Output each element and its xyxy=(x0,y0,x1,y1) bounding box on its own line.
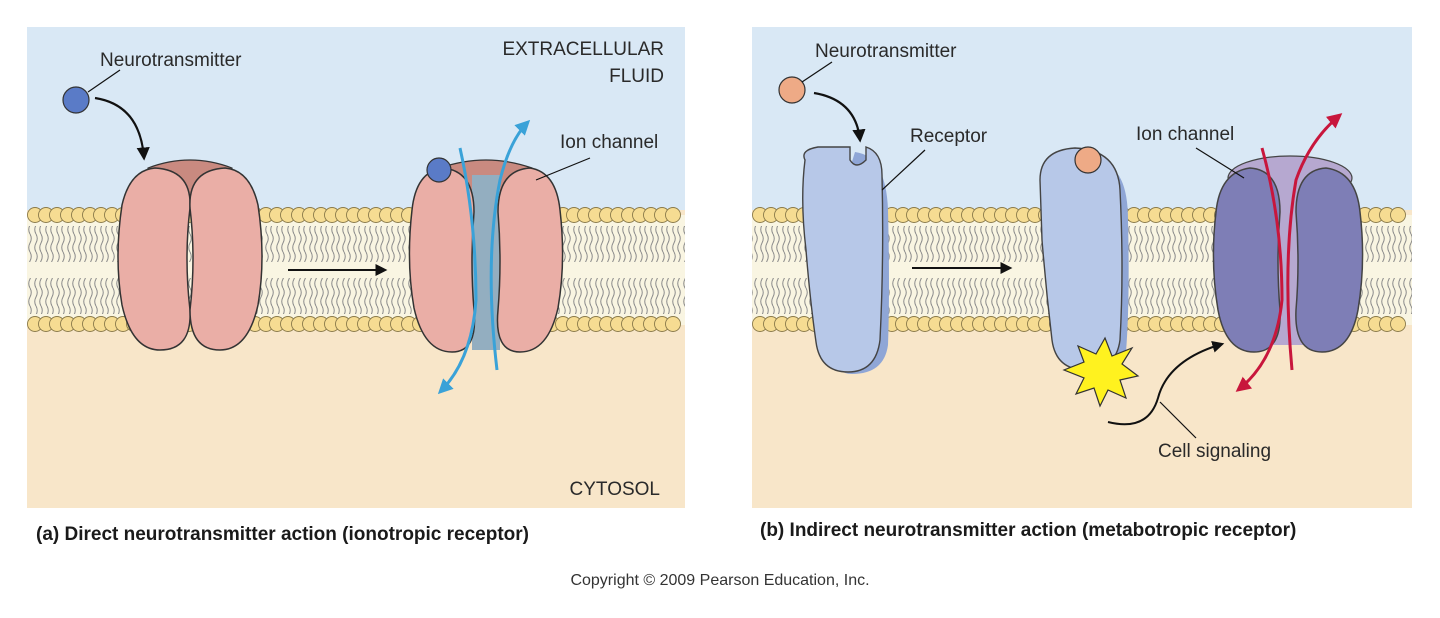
ion-flow-out-arrow-b xyxy=(1286,113,1343,371)
cytosol-label: CYTOSOL xyxy=(570,479,660,500)
ion-flow-out-arrow xyxy=(489,119,531,371)
lipid-head xyxy=(1390,316,1406,332)
panel-a: Neurotransmitter EXTRACELLULAR FLUID Ion… xyxy=(27,27,685,508)
metabotropic-receptor-bound xyxy=(1039,147,1129,374)
caption-a: (a) Direct neurotransmitter action (iono… xyxy=(36,524,529,545)
receptor-leader-line xyxy=(881,149,926,191)
neurotransmitter-leader-line xyxy=(87,69,121,93)
bound-neurotransmitter xyxy=(426,157,452,183)
ion-flow-in-arrow-b xyxy=(1235,147,1284,392)
neurotransmitter-leader-line-b xyxy=(801,61,833,83)
ion-flow-in-arrow xyxy=(437,147,478,395)
cell-signaling-leader-line xyxy=(1159,401,1197,439)
receptor-label: Receptor xyxy=(910,126,988,147)
ion-channel-leader-line xyxy=(535,157,591,181)
binding-arrow xyxy=(94,96,150,161)
caption-b: (b) Indirect neurotransmitter action (me… xyxy=(760,520,1296,541)
extracellular-label-line1: EXTRACELLULAR xyxy=(502,39,664,60)
cell-signaling-arrow xyxy=(1107,340,1225,426)
ionotropic-receptor-open xyxy=(408,159,564,353)
binding-arrow-b xyxy=(813,91,866,143)
signal-burst xyxy=(1062,336,1140,408)
bound-neurotransmitter-b xyxy=(1074,146,1102,174)
neurotransmitter-molecule-b xyxy=(778,76,806,104)
neurotransmitter-label-b: Neurotransmitter xyxy=(815,41,957,62)
ion-channel-leader-line-b xyxy=(1195,147,1245,179)
metabotropic-receptor-unbound xyxy=(802,146,889,374)
copyright: Copyright © 2009 Pearson Education, Inc. xyxy=(570,572,869,589)
extracellular-label-line2: FLUID xyxy=(609,66,664,87)
ion-channel-label-a: Ion channel xyxy=(560,132,658,153)
ion-channel-label-b: Ion channel xyxy=(1136,124,1234,145)
neurotransmitter-molecule xyxy=(62,86,90,114)
cell-signaling-label: Cell signaling xyxy=(1158,441,1271,462)
ionotropic-receptor-closed xyxy=(117,159,263,351)
neurotransmitter-label: Neurotransmitter xyxy=(100,50,242,71)
lipid-head xyxy=(665,316,681,332)
panel-b: Neurotransmitter Receptor Ion channel Ce… xyxy=(752,27,1412,508)
lipid-head xyxy=(1390,207,1406,223)
lipid-head xyxy=(665,207,681,223)
